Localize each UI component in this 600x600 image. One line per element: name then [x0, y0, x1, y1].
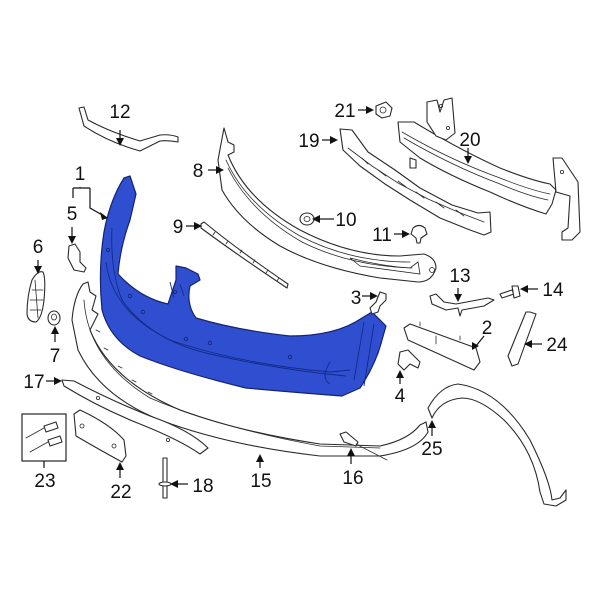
callout-labels: 1 2 3 4 5 6 7 8 9 10 11 12 13 14 15 16 1…	[23, 101, 568, 503]
part-18-pin[interactable]	[158, 457, 172, 499]
callout-8: 8	[193, 161, 204, 182]
callout-9: 9	[173, 217, 184, 238]
part-13-bracket[interactable]	[429, 293, 495, 317]
part-12-strip[interactable]	[78, 106, 179, 152]
part-11-push-clip[interactable]	[410, 224, 428, 244]
part-23-bolt-kit[interactable]	[21, 413, 67, 462]
callout-13: 13	[449, 266, 470, 287]
callout-3: 3	[351, 288, 362, 309]
callout-7: 7	[50, 346, 61, 367]
part-19-absorber[interactable]	[339, 128, 492, 236]
callout-19: 19	[298, 131, 319, 152]
callout-5: 5	[67, 204, 78, 225]
part-10-grommet[interactable]	[299, 212, 315, 226]
callout-1: 1	[75, 164, 86, 185]
part-1-bumper-cover[interactable]	[99, 175, 387, 397]
callout-23: 23	[34, 471, 55, 492]
part-6-emblem[interactable]	[26, 271, 46, 323]
callout-24: 24	[546, 335, 568, 356]
part-2-lamp[interactable]	[403, 321, 481, 371]
part-3-clip[interactable]	[369, 291, 387, 315]
part-22-plate-bracket[interactable]	[73, 409, 127, 463]
part-20-reinforcement-beam[interactable]	[397, 97, 581, 241]
callout-21: 21	[334, 101, 355, 122]
callout-2: 2	[482, 318, 493, 339]
part-17-lower-strip[interactable]	[61, 379, 209, 455]
part-24-side-marker[interactable]	[507, 311, 537, 367]
part-7-nut[interactable]	[47, 310, 61, 326]
part-8-grille-assembly[interactable]	[217, 127, 437, 283]
part-5-bracket[interactable]	[67, 243, 87, 273]
part-9-trim-strip[interactable]	[200, 221, 289, 289]
callout-16: 16	[342, 468, 363, 489]
callout-25: 25	[421, 439, 442, 460]
callout-12: 12	[109, 102, 130, 123]
part-14-bolt[interactable]	[499, 285, 521, 299]
callout-11: 11	[372, 225, 392, 246]
callout-15: 15	[250, 471, 271, 492]
part-15-lower-valance[interactable]	[71, 281, 429, 457]
part-16-rivet[interactable]	[339, 431, 388, 461]
callout-10: 10	[335, 210, 356, 231]
callout-22: 22	[110, 482, 131, 503]
callout-6: 6	[33, 237, 44, 258]
callout-17: 17	[23, 372, 44, 393]
part-21-nut[interactable]	[375, 101, 393, 119]
callout-18: 18	[192, 476, 213, 497]
callout-4: 4	[395, 386, 406, 407]
callout-14: 14	[542, 280, 564, 301]
part-25-arch-molding[interactable]	[427, 383, 567, 507]
part-4-sensor[interactable]	[397, 349, 421, 371]
leader-lines	[34, 106, 542, 488]
callout-20: 20	[459, 130, 480, 151]
